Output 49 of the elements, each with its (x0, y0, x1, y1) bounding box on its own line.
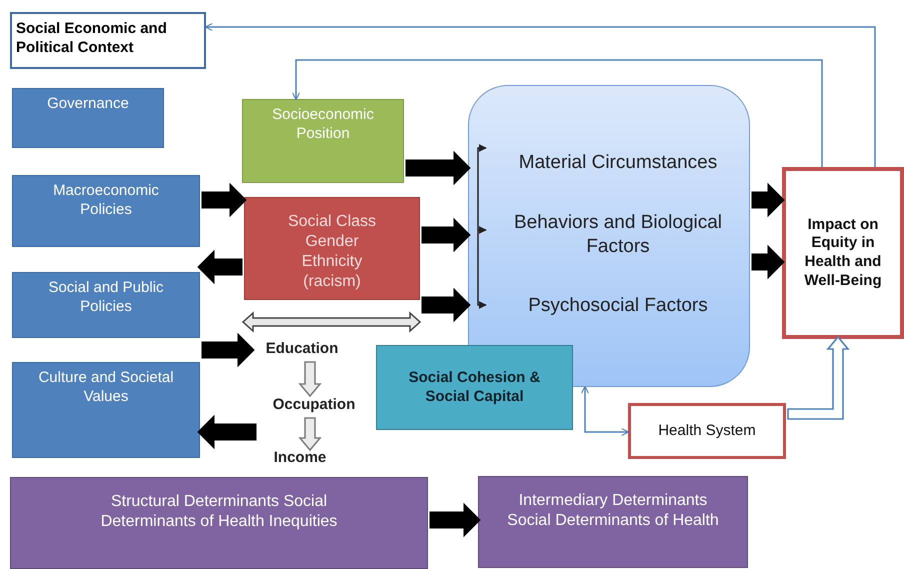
impact-box (782, 167, 904, 339)
block-arrow (752, 244, 785, 280)
factor-label: Psychosocial Factors (487, 291, 749, 321)
category-box (12, 272, 200, 338)
arrow (477, 230, 487, 309)
box-text: Social Economic and Political Context (16, 20, 168, 58)
box-text: Macroeconomic Policies (52, 182, 160, 220)
position-box (242, 99, 404, 183)
block-arrow (430, 502, 481, 538)
factor-label: Behaviors and Biological Factors (487, 206, 749, 264)
block-arrow (197, 414, 256, 450)
box-text: Socioeconomic Position (271, 106, 375, 144)
box-text: Intermediary Determinants Social Determinants of Health (506, 491, 720, 531)
block-arrow (202, 182, 247, 218)
arrow (477, 144, 487, 230)
context-box (10, 12, 206, 69)
box-text: Social Cohesion & Social Capital (408, 368, 542, 406)
box-text: Structural Determinants Social Determinants of Health Inequities (100, 492, 338, 532)
determinants-box (478, 476, 748, 568)
block-arrow (752, 182, 785, 218)
node-label: Occupation (258, 394, 370, 416)
determinants-box (10, 477, 428, 569)
arrow (478, 226, 487, 234)
hollow-arrow (298, 361, 322, 398)
block-arrow (422, 288, 471, 322)
arrow (292, 59, 823, 167)
arrow (204, 22, 876, 167)
hollow-arrow (787, 336, 850, 420)
box-text: Health System (658, 422, 756, 440)
box-text: Governance (47, 95, 129, 114)
factor-label: Material Circumstances (487, 148, 749, 178)
arrow (580, 386, 630, 436)
box-text: Social and Public Policies (47, 279, 165, 316)
category-box (12, 88, 164, 148)
stratifier-box (244, 197, 420, 300)
box-text: Impact on Equity in Health and Well-Being (803, 216, 883, 290)
category-box (12, 362, 200, 458)
hollow-arrow (298, 417, 322, 452)
node-label: Income (262, 448, 338, 468)
block-arrow (202, 332, 255, 368)
block-arrow (406, 150, 471, 186)
cohesion-box (376, 345, 573, 430)
box-text: Social Class Gender Ethnicity (racism) (286, 212, 378, 292)
box-text: Culture and Societal Values (37, 369, 175, 406)
block-arrow (197, 250, 242, 284)
category-box (12, 175, 200, 247)
health-system-box (628, 403, 786, 459)
block-arrow (422, 218, 471, 252)
node-label: Education (252, 338, 352, 360)
